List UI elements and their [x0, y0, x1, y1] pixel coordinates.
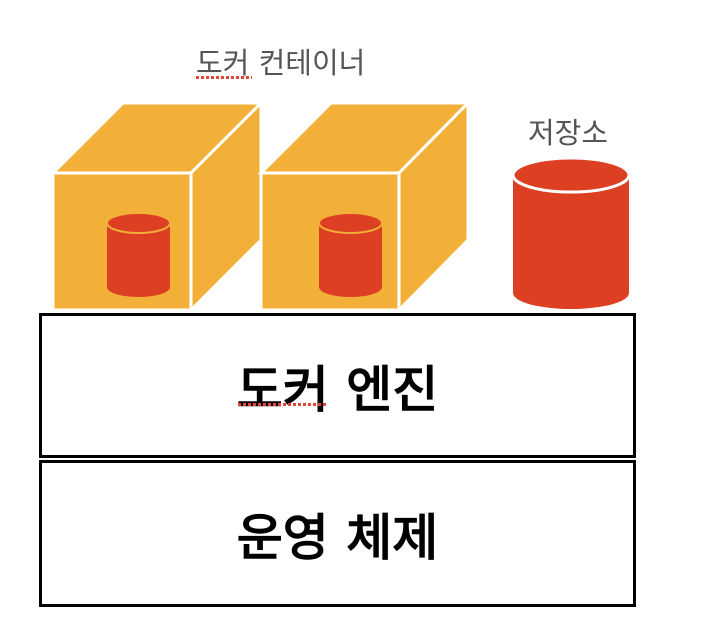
docker-engine-label: 도커 엔진: [236, 360, 439, 419]
container-cube-2: [257, 99, 472, 314]
container-cube-1: [49, 99, 265, 314]
docker-containers-label: 도커 컨테이너: [196, 46, 366, 80]
storage-label: 저장소: [528, 116, 609, 150]
spellcheck-underline-engine: [238, 403, 328, 406]
spellcheck-underline: [196, 76, 252, 79]
container-db-icon-2: [318, 212, 383, 297]
storage-cylinder-icon: [511, 156, 631, 309]
docker-engine-layer: 도커 엔진: [39, 313, 636, 458]
operating-system-label: 운영 체제: [236, 508, 439, 567]
operating-system-layer: 운영 체제: [39, 460, 636, 607]
container-db-icon-1: [106, 212, 171, 297]
